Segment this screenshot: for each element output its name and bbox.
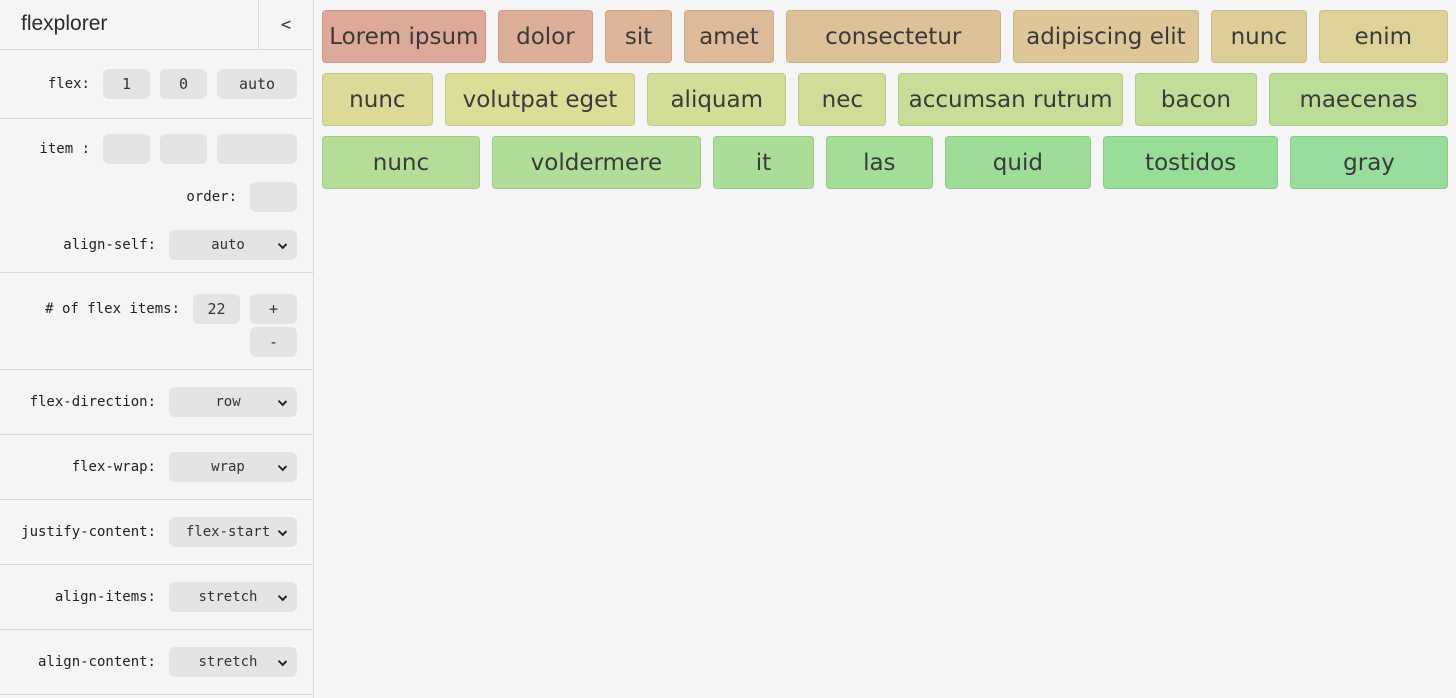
justify-content-select[interactable]: flex-start xyxy=(169,517,297,547)
flex-shorthand-section: flex: xyxy=(0,50,313,119)
flex-item[interactable]: voldermere xyxy=(491,136,701,189)
flex-item[interactable]: it xyxy=(712,136,814,189)
flex-item[interactable]: Lorem ipsum xyxy=(322,10,486,63)
flex-item[interactable]: volutpat eget xyxy=(444,73,636,126)
flex-item[interactable]: aliquam xyxy=(647,73,787,126)
flex-item[interactable]: accumsan rutrum xyxy=(898,73,1123,126)
flex-item[interactable]: nunc xyxy=(322,73,433,126)
flex-item[interactable]: amet xyxy=(684,10,774,63)
flex-grow-input[interactable] xyxy=(103,69,150,99)
flex-item[interactable]: gray xyxy=(1290,136,1448,189)
item-section: item : order: align-self: auto xyxy=(0,119,313,273)
chevron-down-icon xyxy=(277,239,288,250)
flex-wrap-section: flex-wrap: wrap xyxy=(0,435,313,500)
item-flex-basis-input[interactable] xyxy=(217,134,297,164)
num-flex-items-label: # of flex items: xyxy=(45,301,180,317)
align-content-section: align-content: stretch xyxy=(0,630,313,695)
order-label: order: xyxy=(186,189,237,205)
sidebar: flexplorer < flex: item : order: xyxy=(0,0,314,698)
add-item-button[interactable]: + xyxy=(250,294,297,324)
flex-item[interactable]: tostidos xyxy=(1103,136,1279,189)
align-self-label: align-self: xyxy=(63,237,156,253)
collapse-sidebar-button[interactable]: < xyxy=(258,0,313,49)
justify-content-label: justify-content: xyxy=(21,524,156,540)
flex-item[interactable]: nunc xyxy=(322,136,480,189)
justify-content-section: justify-content: flex-start xyxy=(0,500,313,565)
flex-wrap-select[interactable]: wrap xyxy=(169,452,297,482)
chevron-down-icon xyxy=(277,461,288,472)
chevron-down-icon xyxy=(277,656,288,667)
flex-item[interactable]: adipiscing elit xyxy=(1012,10,1200,63)
order-input[interactable] xyxy=(250,182,297,212)
align-content-select[interactable]: stretch xyxy=(169,647,297,677)
item-flex-shrink-input[interactable] xyxy=(160,134,207,164)
align-self-select[interactable]: auto xyxy=(169,230,297,260)
flex-direction-section: flex-direction: row xyxy=(0,370,313,435)
flex-wrap-label: flex-wrap: xyxy=(71,459,156,475)
flex-item[interactable]: consectetur xyxy=(785,10,1001,63)
flex-item[interactable]: bacon xyxy=(1134,73,1257,126)
flex-item[interactable]: las xyxy=(825,136,933,189)
chevron-down-icon xyxy=(277,396,288,407)
align-content-label: align-content: xyxy=(37,654,156,670)
flex-label: flex: xyxy=(47,76,90,92)
item-label: item : xyxy=(39,141,90,157)
flex-basis-input[interactable] xyxy=(217,69,297,99)
flex-item[interactable]: quid xyxy=(944,136,1092,189)
flex-direction-label: flex-direction: xyxy=(29,394,156,410)
item-count-section: # of flex items: + - xyxy=(0,273,313,370)
flex-item[interactable]: nec xyxy=(798,73,887,126)
align-items-label: align-items: xyxy=(54,589,156,605)
num-flex-items-input[interactable] xyxy=(193,294,240,324)
page-title: flexplorer xyxy=(21,12,108,35)
chevron-down-icon xyxy=(277,526,288,537)
flex-item[interactable]: enim xyxy=(1318,10,1449,63)
flex-shrink-input[interactable] xyxy=(160,69,207,99)
sidebar-header: flexplorer < xyxy=(0,0,313,50)
flex-item[interactable]: sit xyxy=(605,10,673,63)
stepper-buttons: + - xyxy=(250,294,297,357)
chevron-down-icon xyxy=(277,591,288,602)
flex-direction-select[interactable]: row xyxy=(169,387,297,417)
item-flex-grow-input[interactable] xyxy=(103,134,150,164)
align-items-select[interactable]: stretch xyxy=(169,582,297,612)
flex-item[interactable]: nunc xyxy=(1211,10,1307,63)
flex-item[interactable]: maecenas xyxy=(1268,73,1448,126)
flex-item[interactable]: dolor xyxy=(497,10,594,63)
remove-item-button[interactable]: - xyxy=(250,327,297,357)
align-items-section: align-items: stretch xyxy=(0,565,313,630)
